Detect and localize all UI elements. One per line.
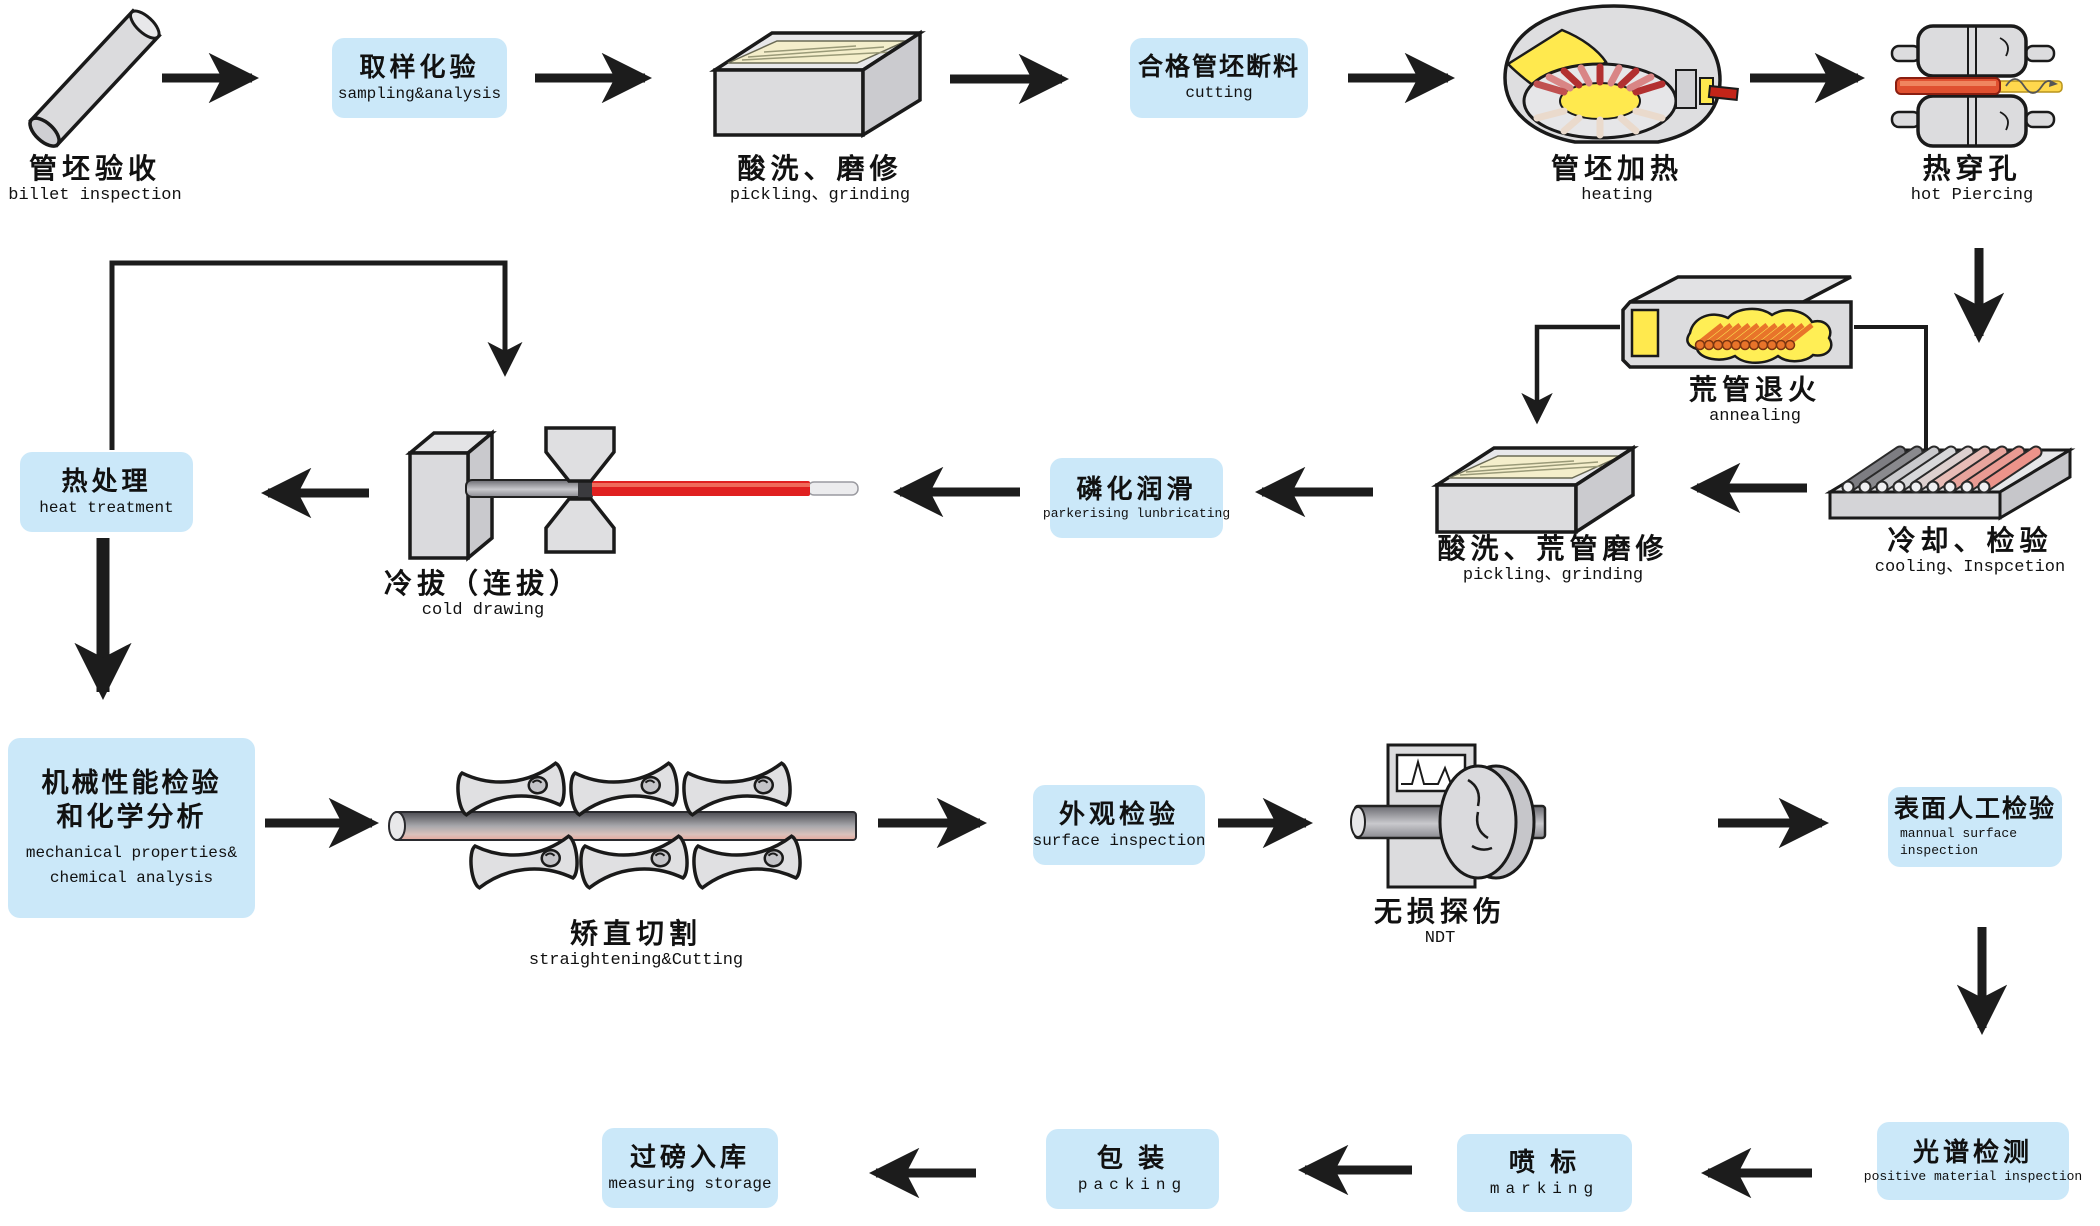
caption-zh: 酸洗、磨修 bbox=[737, 153, 903, 184]
node-label-zh: 热处理 bbox=[61, 466, 152, 497]
caption-en: straightening&Cutting bbox=[528, 951, 744, 971]
ndt-illustration bbox=[1350, 743, 1547, 889]
node-label-en: parkerising lunbricating bbox=[1042, 505, 1231, 521]
arrow-annealing-to-pickling bbox=[1521, 324, 1620, 425]
pickling-tank-illustration bbox=[709, 29, 926, 139]
arrow-heattreatment-loop bbox=[109, 260, 523, 450]
node-label-en: sampling&analysis bbox=[337, 84, 502, 103]
caption-en: cooling、Inspcetion bbox=[1874, 558, 2066, 578]
caption-en: pickling、grinding bbox=[729, 186, 911, 206]
caption-heating: 管坯加热 heating bbox=[1497, 153, 1737, 208]
node-sampling-analysis: 取样化验 sampling&analysis bbox=[332, 38, 507, 118]
node-label-en: packing bbox=[1077, 1175, 1188, 1194]
caption-billet-inspection: 管坯验收 billet inspection bbox=[0, 153, 215, 208]
node-label-en: cutting bbox=[1185, 84, 1253, 103]
node-label-zh: 喷 标 bbox=[1508, 1147, 1581, 1178]
billet-illustration bbox=[28, 8, 162, 148]
node-cutting: 合格管坯断料 cutting bbox=[1130, 38, 1308, 118]
caption-en: NDT bbox=[1424, 929, 1456, 949]
caption-zh: 管坯验收 bbox=[28, 153, 161, 184]
caption-en: annealing bbox=[1709, 407, 1801, 427]
caption-en: billet inspection bbox=[8, 186, 182, 206]
node-heat-treatment: 热处理 heat treatment bbox=[20, 452, 193, 532]
caption-ndt: 无损探伤 NDT bbox=[1340, 896, 1540, 951]
node-label-zh: 光谱检测 bbox=[1912, 1137, 2033, 1168]
node-packing: 包 装 packing bbox=[1046, 1129, 1219, 1209]
node-label-zh-line1: 机械性能检验 bbox=[41, 768, 222, 799]
node-label-en: heat treatment bbox=[39, 498, 174, 517]
node-label-zh: 合格管坯断料 bbox=[1137, 52, 1300, 81]
caption-en: hot Piercing bbox=[1910, 186, 2034, 206]
caption-en: cold drawing bbox=[421, 601, 545, 621]
caption-en: heating bbox=[1581, 186, 1653, 206]
node-measuring-storage: 过磅入库 measuring storage bbox=[602, 1128, 778, 1208]
caption-pickling-grinding: 酸洗、磨修 pickling、grinding bbox=[700, 153, 940, 208]
node-label-en-line2: inspection bbox=[1900, 842, 1979, 858]
line-cooling-to-annealing bbox=[1854, 325, 1928, 450]
cooling-table-illustration bbox=[1824, 445, 2076, 521]
caption-zh: 冷拔（连拔） bbox=[383, 568, 582, 599]
node-label-en-line1: mechanical properties& bbox=[25, 843, 238, 862]
node-label-en: measuring storage bbox=[608, 1174, 772, 1193]
node-surface-inspection: 外观检验 surface inspection bbox=[1033, 785, 1205, 865]
caption-zh: 无损探伤 bbox=[1373, 896, 1506, 927]
node-label-zh-line2: 和化学分析 bbox=[56, 802, 207, 833]
node-label-en-line1: mannual surface bbox=[1900, 825, 2018, 841]
caption-cooling-inspection: 冷却、检验 cooling、Inspcetion bbox=[1825, 525, 2100, 580]
node-mechanical-chemical-analysis: 机械性能检验 和化学分析 mechanical properties& chem… bbox=[8, 738, 255, 918]
node-manual-surface-inspection: 表面人工检验 mannual surface inspection bbox=[1888, 787, 2062, 867]
node-positive-material-inspection: 光谱检测 positive material inspection bbox=[1864, 1122, 2082, 1200]
caption-zh: 热穿孔 bbox=[1922, 153, 2022, 184]
pickling-grinding-tank-illustration bbox=[1431, 444, 1639, 536]
annealing-furnace-illustration bbox=[1621, 275, 1853, 369]
node-phosphating-lubricating: 磷化润滑 parkerising lunbricating bbox=[1043, 458, 1230, 538]
node-label-en: surface inspection bbox=[1032, 831, 1206, 850]
hot-piercing-illustration bbox=[1890, 24, 2063, 148]
caption-hot-piercing: 热穿孔 hot Piercing bbox=[1852, 153, 2092, 208]
caption-annealing: 荒管退火 annealing bbox=[1635, 374, 1875, 429]
caption-cold-drawing: 冷拔（连拔） cold drawing bbox=[338, 568, 628, 623]
flow-arrows bbox=[74, 52, 2008, 1199]
node-label-zh: 过磅入库 bbox=[629, 1142, 750, 1173]
node-label-en: marking bbox=[1489, 1179, 1600, 1198]
caption-zh: 冷却、检验 bbox=[1887, 525, 2053, 556]
node-marking: 喷 标 marking bbox=[1457, 1134, 1632, 1212]
caption-pickling-rough-grinding: 酸洗、荒管磨修 pickling、grinding bbox=[1408, 533, 1698, 588]
node-label-zh: 磷化润滑 bbox=[1076, 474, 1197, 505]
node-label-zh: 外观检验 bbox=[1058, 799, 1179, 830]
caption-zh: 管坯加热 bbox=[1550, 153, 1683, 184]
node-label-zh: 取样化验 bbox=[359, 52, 480, 83]
caption-straightening-cutting: 矫直切割 straightening&Cutting bbox=[476, 918, 796, 973]
caption-zh: 矫直切割 bbox=[569, 918, 702, 949]
straightening-illustration bbox=[388, 760, 857, 891]
node-label-zh: 包 装 bbox=[1096, 1143, 1169, 1174]
caption-zh: 荒管退火 bbox=[1688, 374, 1821, 405]
caption-zh: 酸洗、荒管磨修 bbox=[1437, 533, 1669, 564]
node-label-en: positive material inspection bbox=[1863, 1168, 2083, 1184]
cold-drawing-illustration bbox=[405, 426, 859, 562]
heating-furnace-illustration bbox=[1503, 4, 1739, 144]
node-label-zh: 表面人工检验 bbox=[1893, 795, 2056, 824]
node-label-en-line2: chemical analysis bbox=[49, 868, 214, 887]
caption-en: pickling、grinding bbox=[1462, 566, 1644, 586]
